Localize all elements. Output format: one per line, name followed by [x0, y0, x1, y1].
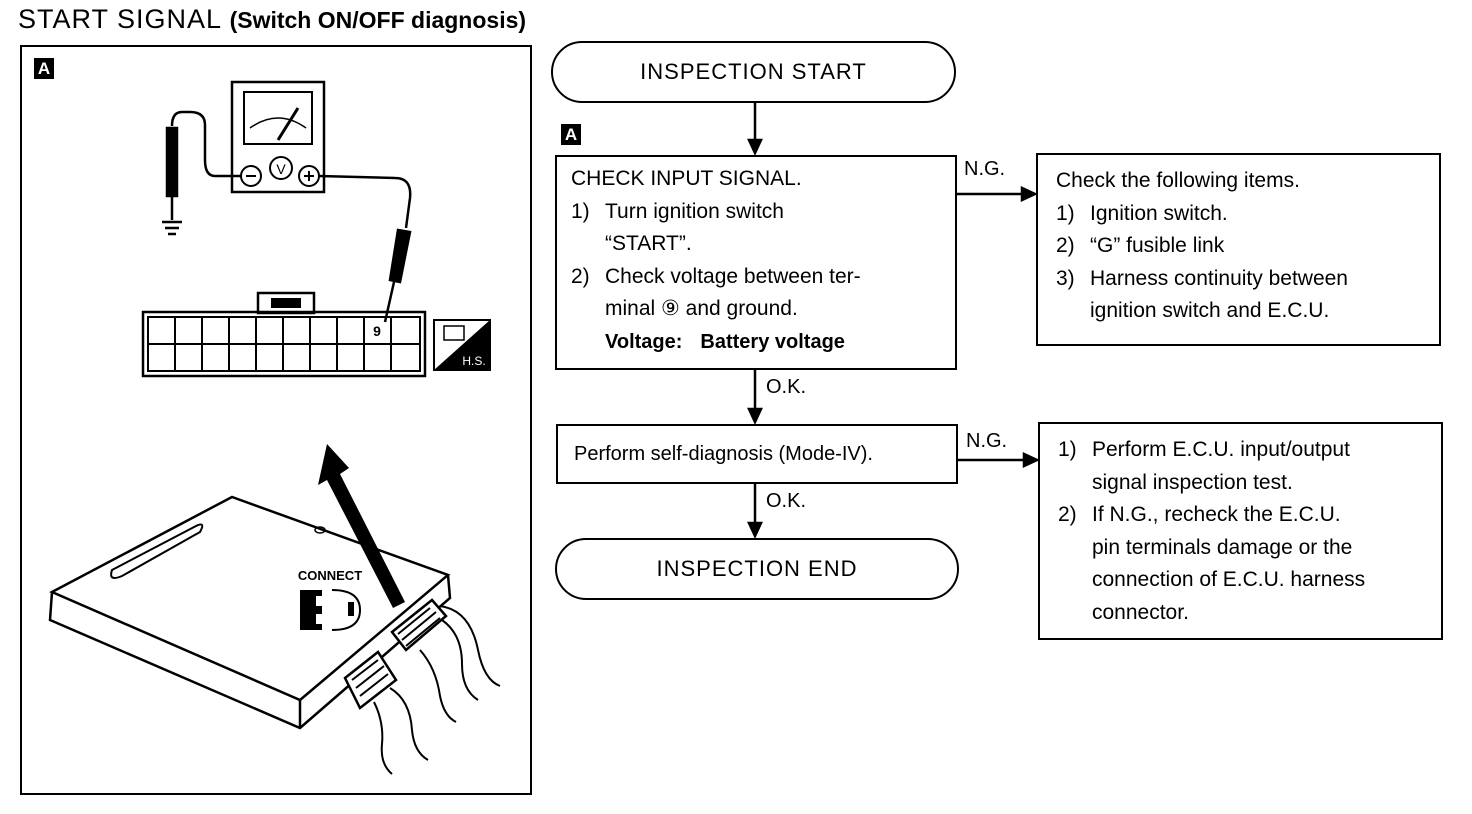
ecu-unit	[48, 495, 452, 730]
voltmeter	[230, 80, 326, 194]
ng-label-1: N.G.	[964, 158, 1006, 180]
item-number: 2)	[1058, 503, 1077, 526]
title-main: START SIGNAL	[18, 4, 222, 34]
item-text: “G” fusible link	[1090, 234, 1225, 257]
ok-label-1: O.K.	[766, 376, 807, 398]
item-text: connector.	[1092, 600, 1189, 624]
check-heading: CHECK INPUT SIGNAL.	[571, 167, 802, 190]
harness-side-label: H.S.	[462, 354, 485, 368]
item-text: pin terminals damage or the	[1092, 535, 1353, 559]
voltage-spec: Voltage: Battery voltage	[571, 326, 955, 359]
followup-item-3-cont: ignition switch and E.C.U.	[1056, 295, 1439, 328]
inspection-end: INSPECTION END	[555, 538, 959, 600]
item-number: 1)	[1056, 201, 1075, 225]
item-number: 2)	[1056, 234, 1075, 257]
panel-tag: A	[34, 58, 54, 79]
ng-label-2: N.G.	[966, 430, 1008, 452]
ok-label-2: O.K.	[766, 490, 807, 512]
harness-side-symbol	[433, 319, 491, 371]
ecu-item-1-cont: signal inspection test.	[1058, 467, 1441, 500]
illustration-panel	[20, 45, 532, 795]
terminal-number: 9	[373, 323, 381, 339]
step-text: Turn ignition switch	[605, 199, 784, 223]
followup-item-1: 1) Ignition switch.	[1056, 198, 1439, 231]
meter-label: V	[276, 161, 286, 177]
voltage-value: Battery voltage	[700, 330, 845, 353]
item-text: ignition switch and E.C.U.	[1090, 299, 1330, 322]
item-number: 3)	[1056, 266, 1075, 290]
flow-tag: A	[561, 124, 581, 145]
item-text: signal inspection test.	[1092, 470, 1293, 494]
ecu-item-2: 2) If N.G., recheck the E.C.U.	[1058, 499, 1441, 532]
harness-plugs	[343, 598, 501, 775]
step-text: “START”.	[605, 232, 692, 255]
connect-arrow	[318, 444, 405, 608]
item-text: Perform E.C.U. input/output	[1092, 438, 1350, 461]
ecu-connector-face	[141, 291, 427, 378]
ecu-item-2-cont-1: pin terminals damage or the	[1058, 532, 1441, 565]
check-step-1: 1) Turn ignition switch	[571, 196, 955, 229]
title-sub: (Switch ON/OFF diagnosis)	[229, 7, 527, 33]
step-number: 1)	[571, 199, 590, 223]
step-text: minal ⑨ and ground.	[605, 297, 798, 320]
item-number: 1)	[1058, 438, 1077, 461]
followup-heading: Check the following items.	[1056, 169, 1300, 192]
step-number: 2)	[571, 264, 590, 288]
followup-check-box: Check the following items. 1) Ignition s…	[1036, 153, 1441, 346]
ecu-item-2-cont-3: connector.	[1058, 597, 1441, 630]
test-leads	[162, 110, 412, 323]
ecu-item-1: 1) Perform E.C.U. input/output	[1058, 434, 1441, 467]
inspection-start: INSPECTION START	[551, 41, 956, 103]
item-text: connection of E.C.U. harness	[1092, 568, 1366, 591]
check-input-signal-box: CHECK INPUT SIGNAL. 1) Turn ignition swi…	[555, 155, 957, 370]
item-text: Ignition switch.	[1090, 201, 1228, 225]
item-text: Harness continuity between	[1090, 266, 1348, 290]
followup-item-3: 3) Harness continuity between	[1056, 263, 1439, 296]
step-text: Check voltage between ter-	[605, 264, 861, 288]
connect-label: CONNECT	[298, 568, 362, 583]
connect-icon	[300, 589, 362, 631]
check-step-1-cont: “START”.	[571, 228, 955, 261]
ecu-inspection-box: 1) Perform E.C.U. input/output signal in…	[1038, 422, 1443, 640]
check-step-2: 2) Check voltage between ter-	[571, 261, 955, 294]
page-title: START SIGNAL (Switch ON/OFF diagnosis)	[18, 4, 526, 35]
voltage-label: Voltage:	[605, 330, 683, 353]
followup-item-2: 2) “G” fusible link	[1056, 230, 1439, 263]
check-step-2-cont: minal ⑨ and ground.	[571, 293, 955, 326]
item-text: If N.G., recheck the E.C.U.	[1092, 503, 1341, 526]
ecu-item-2-cont-2: connection of E.C.U. harness	[1058, 564, 1441, 597]
self-diagnosis-box: Perform self-diagnosis (Mode-IV).	[556, 424, 958, 484]
